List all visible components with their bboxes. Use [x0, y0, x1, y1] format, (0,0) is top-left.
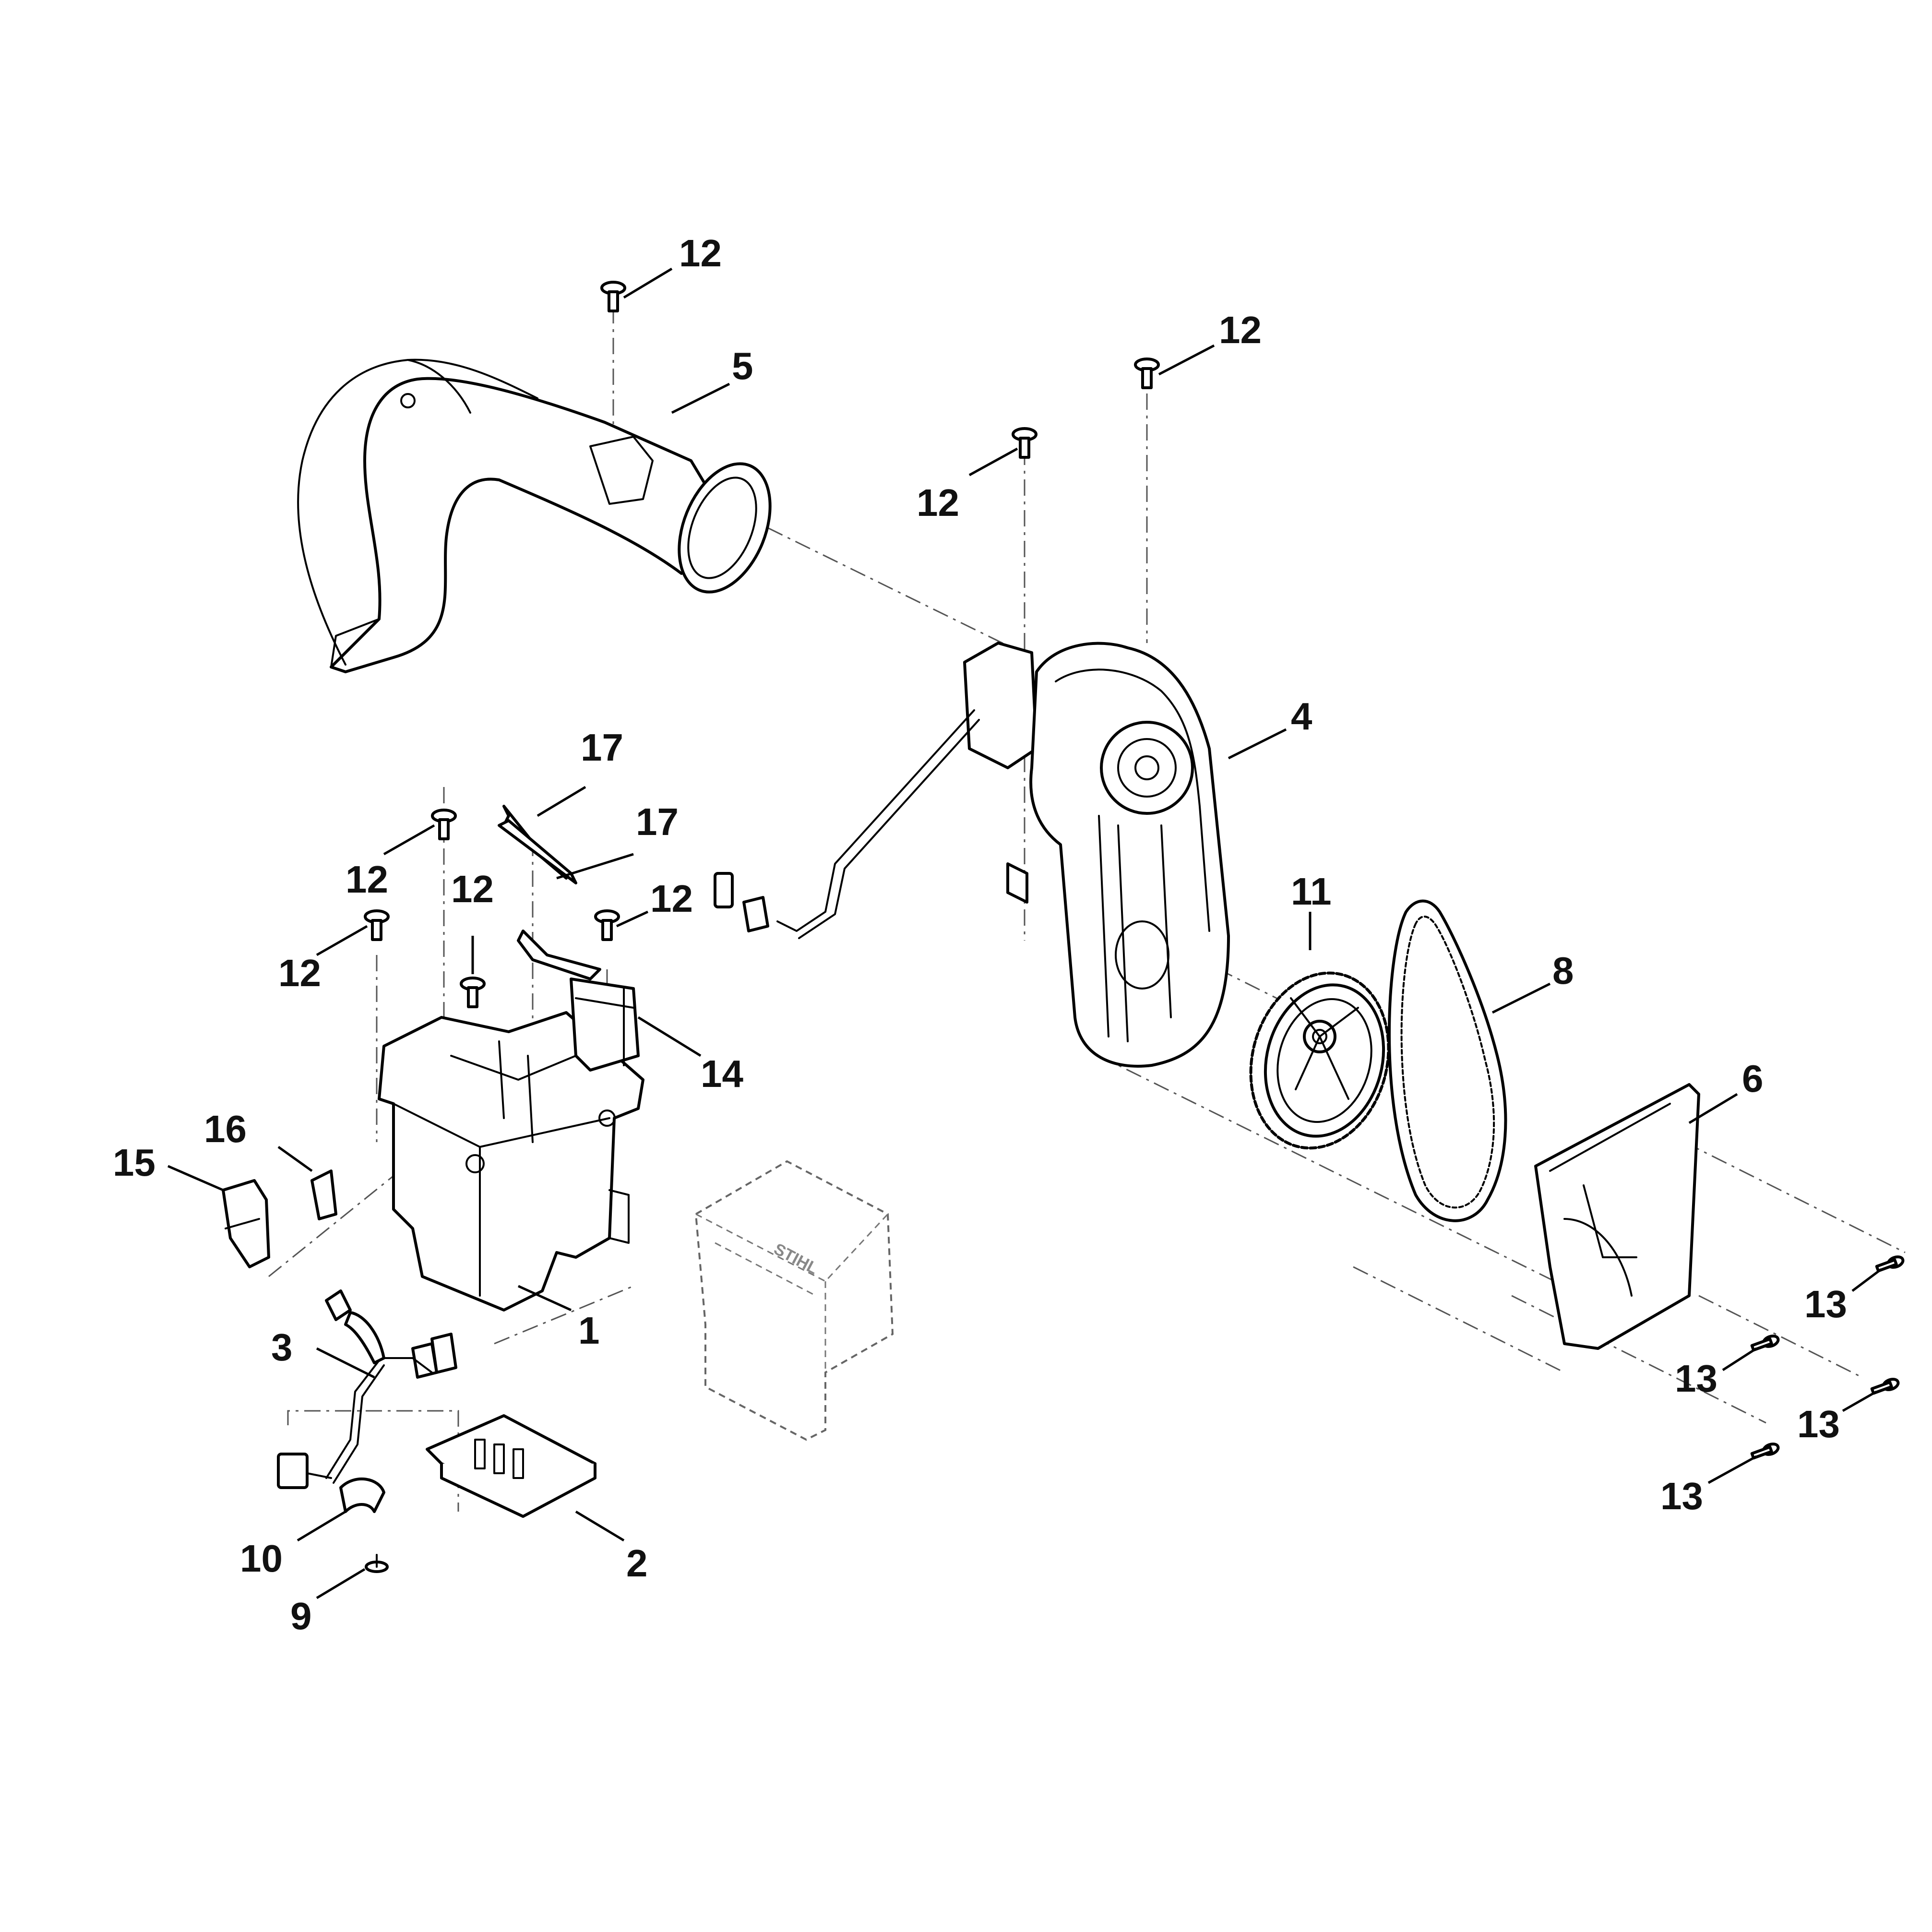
latch-part [222, 1179, 270, 1268]
spring-clip-parts [498, 805, 601, 980]
screws-12 [364, 281, 1160, 1008]
wiring-harness-part [277, 1289, 457, 1489]
belt-cover-part [1534, 1083, 1700, 1350]
callout-5: 5 [732, 345, 753, 387]
callout-16: 16 [204, 1108, 247, 1150]
callout-12: 12 [917, 481, 959, 524]
battery-reference-outline: STIHL [694, 1160, 894, 1441]
leader-lines [167, 267, 1882, 1599]
callout-8: 8 [1552, 949, 1574, 992]
callout-12: 12 [278, 952, 321, 994]
callout-12: 12 [346, 858, 388, 901]
callout-13: 13 [1797, 1403, 1840, 1445]
callout-4: 4 [1291, 695, 1312, 738]
callout-14: 14 [701, 1052, 743, 1095]
callout-1: 1 [578, 1309, 600, 1352]
screw-9-part [365, 1554, 389, 1573]
screws-13 [1750, 1255, 1905, 1460]
callout-3: 3 [271, 1326, 293, 1369]
callout-9: 9 [290, 1595, 312, 1637]
callout-13: 13 [1675, 1357, 1717, 1400]
toothed-pulley-part [1249, 971, 1390, 1150]
callout-6: 6 [1742, 1057, 1764, 1100]
contact-module-part [426, 1414, 596, 1518]
cable-clamp-part [339, 1477, 385, 1513]
callout-17: 17 [636, 800, 679, 843]
callout-15: 15 [113, 1141, 155, 1184]
switch-part [570, 978, 640, 1072]
callout-10: 10 [240, 1537, 283, 1580]
clip-part [310, 1169, 337, 1220]
callout-12: 12 [650, 877, 693, 920]
callout-13: 13 [1804, 1283, 1847, 1325]
callout-12: 12 [679, 232, 722, 274]
callout-12: 12 [1219, 309, 1262, 351]
callout-11: 11 [1291, 870, 1332, 913]
callout-2: 2 [626, 1542, 648, 1585]
housing-frame-part [378, 1011, 644, 1312]
callout-13: 13 [1660, 1475, 1703, 1517]
toothed-belt-part [1388, 899, 1507, 1222]
motor-gear-housing-part [714, 642, 1230, 1068]
callout-12: 12 [451, 868, 494, 910]
callout-labels: 12 5 12 12 4 17 17 12 12 12 12 11 8 14 1… [113, 232, 1847, 1637]
callout-17: 17 [581, 726, 623, 769]
handle-tube-part [297, 358, 772, 673]
